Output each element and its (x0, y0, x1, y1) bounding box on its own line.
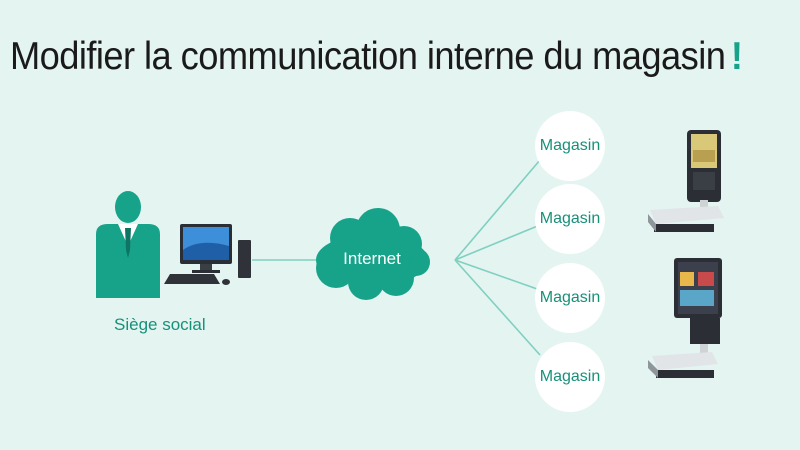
internet-to-store-3-line (454, 259, 541, 291)
person-icon (96, 191, 160, 298)
scale-device-icon (648, 130, 724, 232)
internet-to-store-4-line (454, 259, 541, 356)
page-title: Modifier la communication interne du mag… (10, 34, 745, 80)
store-label-2: Magasin (539, 210, 601, 227)
store-nodes (535, 111, 605, 412)
store-node-1 (535, 111, 605, 181)
store-label-1: Magasin (539, 137, 601, 154)
store-node-3 (535, 263, 605, 333)
store-node-2 (535, 184, 605, 254)
title-text: Modifier la communication interne du mag… (10, 35, 726, 78)
desktop-computer-icon (164, 224, 251, 285)
store-label-3: Magasin (539, 289, 601, 306)
internet-to-store-2-line (454, 224, 541, 261)
internet-to-store-1-line (454, 159, 541, 261)
store-label-4: Magasin (539, 368, 601, 385)
title-exclamation: ! (730, 35, 743, 78)
headquarters-label: Siège social (114, 315, 206, 334)
internet-label: Internet (343, 249, 401, 268)
store-node-4 (535, 342, 605, 412)
scale-device-icon (648, 258, 722, 378)
cloud-icon (316, 208, 430, 300)
